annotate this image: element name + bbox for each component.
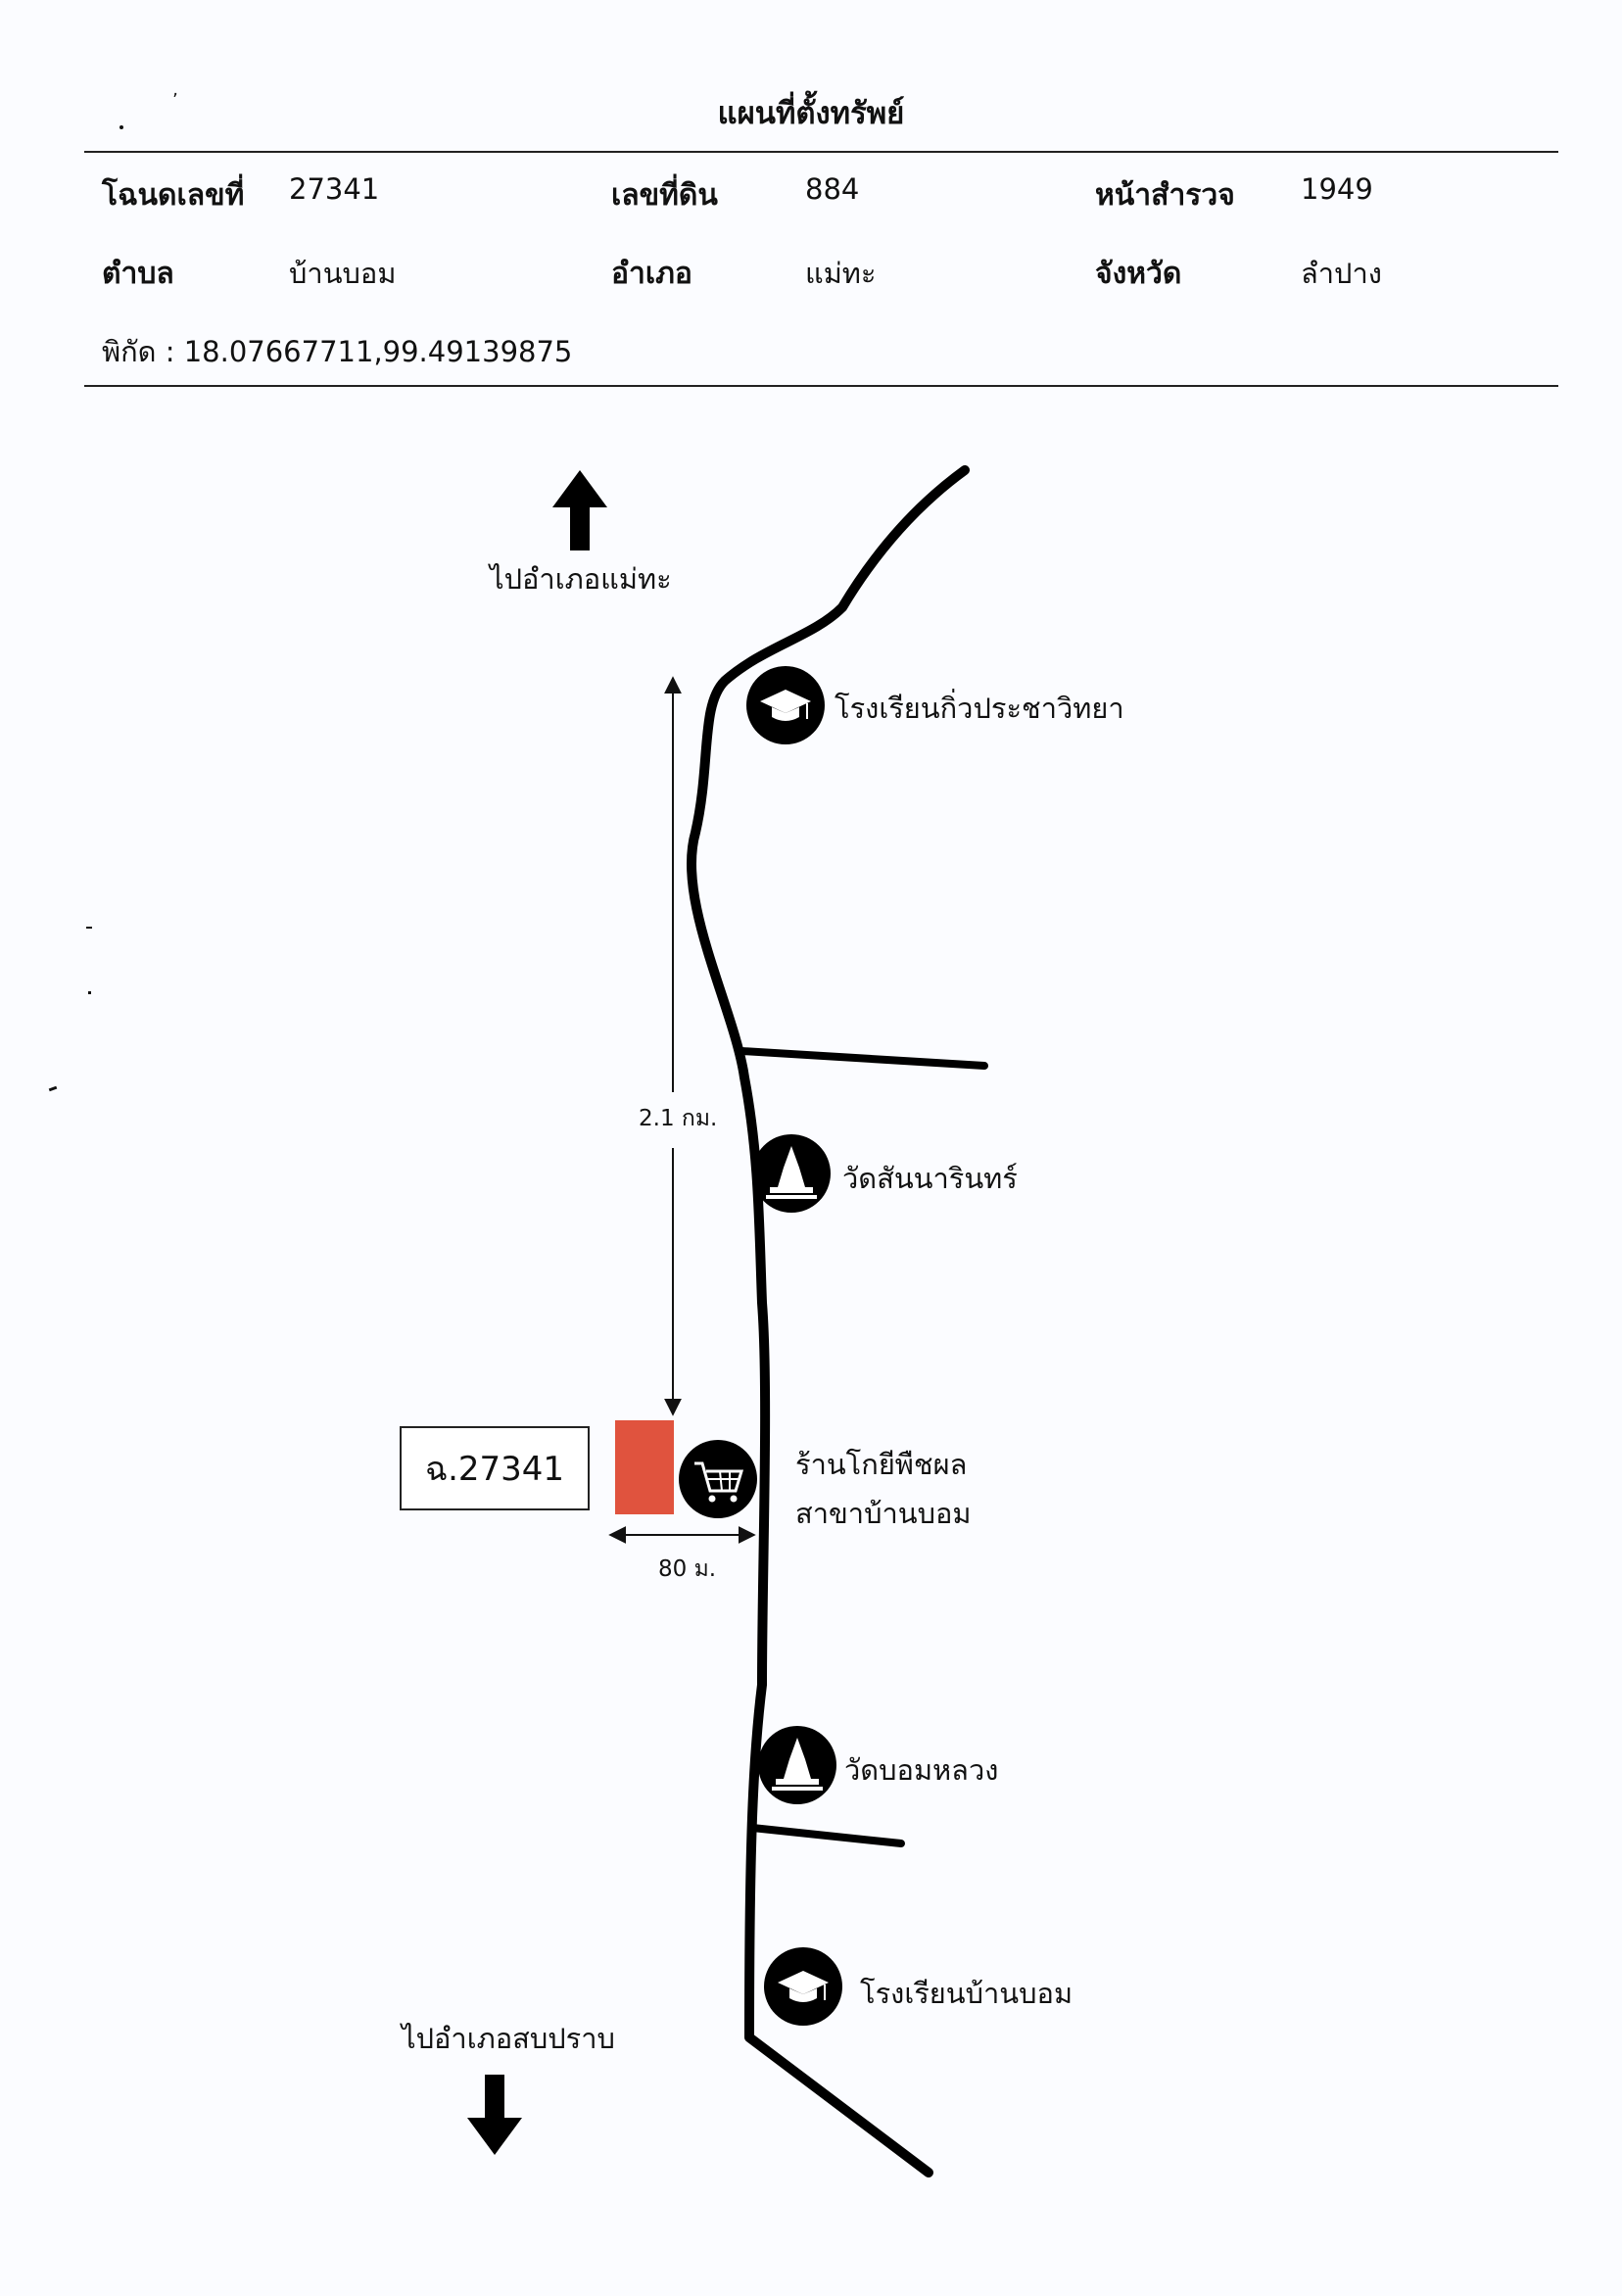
subdistrict-label: ตำบล: [102, 257, 174, 291]
page-title: แผนที่ตั้งทรัพย์: [717, 96, 905, 131]
landmark-label-line2: สาขาบ้านบอม: [795, 1497, 972, 1530]
south-direction-label: ไปอำเภอสบปราบ: [402, 2022, 615, 2055]
north-direction-label: ไปอำเภอแม่ทะ: [490, 562, 672, 596]
landmark-label: วัดบอมหลวง: [844, 1753, 999, 1787]
temple-icon: [758, 1726, 836, 1804]
deed-no-label: โฉนดเลขที่: [102, 178, 245, 213]
land-no-value: 884: [805, 172, 860, 206]
deed-no-value: 27341: [289, 172, 380, 206]
province-label: จังหวัด: [1095, 257, 1182, 291]
landmark-label: โรงเรียนบ้านบอม: [860, 1977, 1073, 2010]
parcel-label-box: ฉ.27341: [400, 1426, 590, 1510]
graduation-cap-icon: [746, 666, 825, 744]
south-arrow-icon: [467, 2075, 522, 2155]
parcel-marker: [615, 1420, 674, 1514]
landmark-label: โรงเรียนกิ่วประชาวิทยา: [835, 692, 1124, 725]
survey-page-label: หน้าสำรวจ: [1095, 178, 1235, 213]
survey-page-value: 1949: [1301, 172, 1373, 206]
main-road: [687, 465, 970, 2177]
offset-label: 80 ม.: [658, 1556, 717, 1582]
shopping-cart-icon: [679, 1440, 757, 1518]
north-arrow-icon: [552, 470, 607, 550]
scan-speck: [88, 991, 91, 994]
scan-speck: ʼ: [172, 90, 178, 111]
coordinates: พิกัด : 18.07667711,99.49139875: [102, 335, 573, 368]
province-value: ลำปาง: [1301, 257, 1382, 290]
header-bottom-rule: [84, 385, 1558, 387]
header-top-rule: [84, 151, 1558, 153]
distance-label: 2.1 กม.: [639, 1106, 718, 1131]
land-no-label: เลขที่ดิน: [611, 178, 718, 213]
district-value: แม่ทะ: [805, 257, 877, 290]
parcel-label: ฉ.27341: [424, 1450, 565, 1489]
side-road-south: [748, 1824, 905, 1847]
side-road-north: [738, 1047, 988, 1070]
subdistrict-value: บ้านบอม: [289, 257, 397, 290]
landmark-label: ร้านโกยีพืชผล: [795, 1448, 968, 1481]
graduation-cap-icon: [764, 1947, 842, 2026]
temple-icon: [752, 1134, 831, 1213]
scan-speck: [86, 927, 92, 929]
scan-speck: [119, 125, 123, 129]
district-label: อำเภอ: [611, 257, 692, 291]
landmark-label: วัดสันนารินทร์: [842, 1162, 1018, 1195]
